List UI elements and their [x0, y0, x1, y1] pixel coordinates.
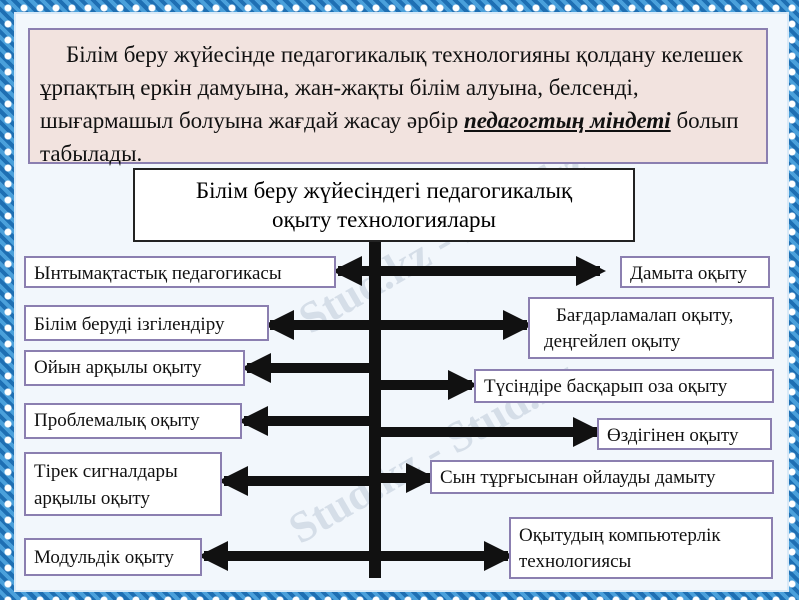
- right-node-computer-tech: Оқытудың компьютерлік технологиясы: [509, 517, 773, 579]
- left-node-problem-learning: Проблемалық оқыту: [24, 403, 242, 439]
- intro-text-end: болып табылады.: [40, 108, 739, 166]
- central-topic-box: Білім беру жүйесіндегі педагогикалық оқы…: [133, 168, 635, 242]
- central-topic-line2: оқыту технологиялары: [271, 207, 497, 232]
- left-node-humanization: Білім беруді ізгілендіру: [24, 305, 269, 341]
- central-topic-line1: Білім беру жүйесіндегі педагогикалық: [195, 178, 573, 203]
- intro-text: Білім беру жүйесінде педагогикалық техно…: [40, 42, 743, 133]
- right-node-programmed: Бағдарламалап оқыту, деңгейлеп оқыту: [528, 297, 774, 359]
- right-node-developing: Дамыта оқыту: [620, 256, 770, 288]
- left-node-modular: Модульдік оқыту: [24, 538, 202, 576]
- left-node-cooperation: Ынтымақтастық педагогикасы: [24, 256, 336, 288]
- intro-emphasis: педагогтың міндеті: [463, 108, 671, 133]
- right-node-explanatory: Түсіндіре басқарып оза оқыту: [474, 369, 774, 403]
- left-node-support-signals: Тірек сигналдары арқылы оқыту: [24, 452, 222, 516]
- intro-text-box: Білім беру жүйесінде педагогикалық техно…: [28, 28, 768, 166]
- left-node-game-learning: Ойын арқылы оқыту: [24, 350, 245, 386]
- right-node-self-learning: Өздігінен оқыту: [597, 418, 772, 450]
- right-node-critical-thinking: Сын тұрғысынан ойлауды дамыту: [430, 460, 774, 494]
